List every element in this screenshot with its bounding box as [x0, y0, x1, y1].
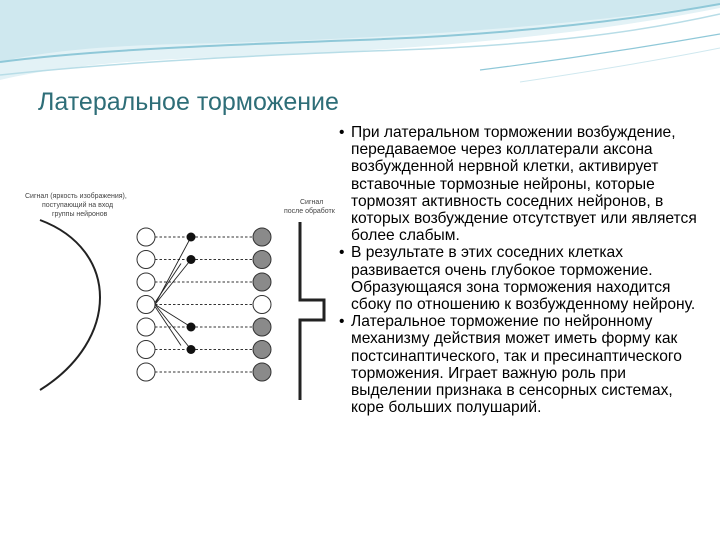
input-signal-label: Сигнал (яркость изображения),поступающий…: [25, 192, 127, 218]
bullet-item: При латеральном торможении возбуждение, …: [338, 124, 698, 244]
collateral-line: [154, 304, 192, 350]
output-neuron: [252, 272, 272, 292]
inhibitory-neuron: [186, 322, 196, 332]
output-neuron: [252, 340, 272, 359]
input-neuron: [136, 317, 156, 337]
input-label-line: группы нейронов: [52, 210, 108, 218]
collateral-line: [154, 306, 182, 346]
neuron-layers: [136, 227, 272, 382]
bullet-item: Латеральное торможение по нейронному мех…: [338, 313, 698, 416]
header-wave-decoration: [0, 0, 720, 83]
neuron-connections: [154, 236, 253, 373]
input-label-line: Сигнал (яркость изображения),: [25, 192, 127, 200]
inhibitory-neuron: [186, 232, 196, 242]
output-signal-bracket: [298, 222, 326, 400]
inhibitory-neuron: [186, 345, 196, 354]
output-neuron: [252, 227, 272, 247]
lateral-inhibition-diagram: Сигнал (яркость изображения),поступающий…: [25, 192, 335, 400]
output-neuron: [252, 317, 272, 337]
input-neuron: [136, 362, 156, 382]
input-neuron: [136, 272, 156, 292]
input-neuron: [136, 340, 156, 359]
input-neuron: [136, 295, 156, 314]
slide-title: Латеральное торможение: [38, 88, 339, 116]
collateral-line: [154, 263, 182, 303]
inhibitory-neuron: [186, 255, 196, 264]
bullet-list: При латеральном торможении возбуждение, …: [338, 124, 698, 416]
input-neuron: [136, 227, 156, 247]
output-neuron: [252, 295, 272, 314]
output-neuron: [252, 250, 272, 269]
output-neuron: [252, 362, 272, 382]
input-signal-curve: [39, 219, 101, 391]
output-label-line: после обработки: [284, 207, 335, 215]
collateral-line: [154, 259, 192, 305]
bullet-item: В результате в этих соседних клетках раз…: [338, 244, 698, 313]
collateral-line: [154, 304, 192, 328]
input-neuron: [136, 250, 156, 269]
input-label-line: поступающий на вход: [42, 201, 113, 209]
output-label-line: Сигнал: [300, 199, 323, 206]
